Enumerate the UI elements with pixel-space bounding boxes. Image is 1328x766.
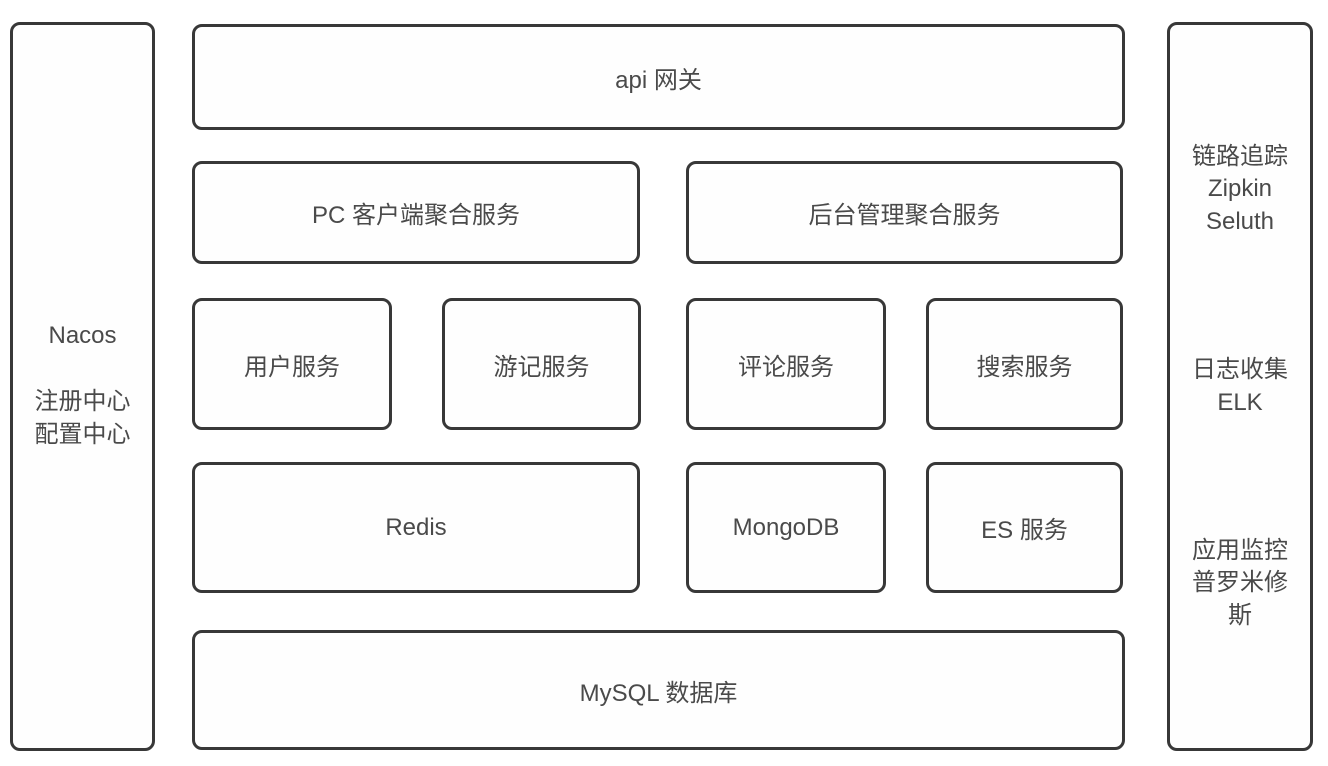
comment-service-box: 评论服务 — [686, 298, 886, 430]
user-service-label: 用户服务 — [244, 353, 340, 381]
log-collection-group: 日志收集 ELK — [1192, 356, 1288, 416]
api-gateway-label: api 网关 — [615, 66, 702, 94]
search-service-label: 搜索服务 — [976, 353, 1073, 381]
pc-client-aggregation-label: PC 客户端聚合服务 — [311, 202, 520, 229]
nacos-roles: 注册中心 配置中心 — [34, 388, 131, 448]
observability-panel: 链路追踪 Zipkin Seluth 日志收集 ELK 应用监控 普罗米修 斯 — [1167, 22, 1313, 751]
mysql-database-label: MySQL 数据库 — [579, 679, 738, 707]
nacos-title: Nacos — [48, 322, 117, 350]
es-service-box: ES 服务 — [926, 462, 1123, 593]
redis-box: Redis — [192, 462, 640, 593]
user-service-box: 用户服务 — [192, 298, 392, 430]
mongodb-label: MongoDB — [732, 513, 840, 541]
comment-service-label: 评论服务 — [738, 353, 834, 381]
admin-aggregation-box: 后台管理聚合服务 — [686, 161, 1123, 264]
admin-aggregation-label: 后台管理聚合服务 — [808, 202, 1001, 229]
api-gateway-box: api 网关 — [192, 24, 1125, 130]
redis-label: Redis — [385, 513, 447, 541]
mongodb-box: MongoDB — [686, 462, 886, 593]
es-service-label: ES 服务 — [981, 517, 1068, 544]
mysql-database-box: MySQL 数据库 — [192, 630, 1125, 750]
search-service-box: 搜索服务 — [926, 298, 1123, 430]
travel-notes-service-box: 游记服务 — [442, 298, 641, 430]
pc-client-aggregation-box: PC 客户端聚合服务 — [192, 161, 640, 264]
monitoring-group: 应用监控 普罗米修 斯 — [1192, 536, 1288, 629]
tracing-group: 链路追踪 Zipkin Seluth — [1192, 142, 1288, 235]
nacos-panel: Nacos 注册中心 配置中心 — [10, 22, 155, 751]
travel-notes-service-label: 游记服务 — [493, 353, 590, 381]
